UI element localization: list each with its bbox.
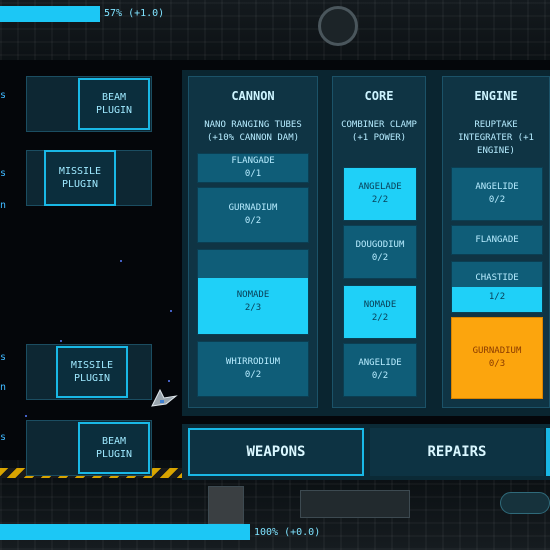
engine-column: ENGINE REUPTAKE INTEGRATER (+1 ENGINE) A… (442, 76, 550, 408)
material-count: 0/2 (371, 253, 389, 263)
material-slot[interactable]: ANGELADE 2/2 (343, 167, 417, 221)
material-slot[interactable]: CHASTIDE 1/2 (451, 261, 543, 313)
material-count: 0/3 (488, 359, 506, 369)
material-slot[interactable]: FLANGADE 0/1 (197, 153, 309, 183)
column-description: REUPTAKE INTEGRATER (+1 ENGINE) (458, 120, 534, 156)
ship-sprite-icon (151, 388, 178, 407)
material-name: WHIRRODIUM (225, 357, 281, 367)
material-name: FLANGADE (231, 156, 275, 166)
missile-plugin-slot[interactable]: MISSILE PLUGIN (56, 346, 128, 398)
beam-plugin-slot[interactable]: BEAM PLUGIN (78, 422, 150, 474)
material-slot[interactable]: NOMADE 2/3 (197, 249, 309, 335)
material-name: CHASTIDE (475, 273, 519, 283)
edge-label: n (0, 382, 7, 393)
material-name: NOMADE (236, 290, 270, 300)
tab-weapons[interactable]: WEAPONS (188, 428, 364, 476)
core-column: CORE COMBINER CLAMP (+1 POWER) ANGELADE … (332, 76, 426, 408)
material-name: GURNADIUM (472, 346, 522, 356)
material-count: 2/2 (371, 195, 389, 205)
material-name: NOMADE (363, 300, 397, 310)
missile-plugin-slot[interactable]: MISSILE PLUGIN (44, 150, 116, 206)
progress-fill (452, 287, 542, 312)
hull-percent: 100% (+0.0) (254, 527, 321, 538)
edge-label: s (0, 168, 7, 179)
tab-repairs[interactable]: REPAIRS (370, 428, 544, 476)
material-count: 0/2 (244, 370, 262, 380)
shield-bar (0, 6, 100, 22)
column-title: ENGINE (474, 89, 518, 103)
machinery-block (300, 490, 410, 518)
shield-percent: 57% (+1.0) (104, 8, 165, 19)
material-count: 0/2 (244, 216, 262, 226)
tab-overflow (546, 428, 550, 476)
material-name: DOUGODIUM (355, 240, 405, 250)
edge-label: n (0, 200, 7, 211)
material-slot[interactable]: WHIRRODIUM 0/2 (197, 341, 309, 397)
material-count: 1/2 (488, 292, 506, 302)
column-title: CANNON (231, 89, 275, 103)
beam-plugin-slot[interactable]: BEAM PLUGIN (78, 78, 150, 130)
material-slot[interactable]: FLANGADE (451, 225, 543, 255)
column-description: COMBINER CLAMP (+1 POWER) (341, 120, 417, 143)
column-description: NANO RANGING TUBES (+10% CANNON DAM) (204, 120, 302, 143)
material-slot[interactable]: GURNADIUM 0/2 (197, 187, 309, 243)
material-name: ANGELIDE (358, 358, 402, 368)
material-name: GURNADIUM (228, 203, 278, 213)
material-name: FLANGADE (475, 234, 519, 245)
material-name: ANGELADE (358, 182, 402, 192)
edge-label: s (0, 352, 7, 363)
cannon-column: CANNON NANO RANGING TUBES (+10% CANNON D… (188, 76, 318, 408)
material-count: 2/2 (371, 313, 389, 323)
machinery-pipe (500, 492, 550, 514)
machinery-ring (318, 6, 358, 46)
material-count: 0/2 (488, 195, 506, 205)
material-count: 2/3 (244, 303, 262, 313)
material-count: 0/1 (244, 169, 262, 179)
material-slot[interactable]: NOMADE 2/2 (343, 285, 417, 339)
material-slot[interactable]: ANGELIDE 0/2 (451, 167, 543, 221)
machinery-block (208, 486, 244, 524)
edge-label: s (0, 90, 7, 101)
material-slot[interactable]: GURNADIUM 0/3 (451, 317, 543, 399)
hull-bar (0, 524, 250, 540)
material-count: 0/2 (371, 371, 389, 381)
material-slot[interactable]: ANGELIDE 0/2 (343, 343, 417, 397)
column-title: CORE (364, 89, 394, 103)
progress-fill (198, 277, 308, 334)
material-name: ANGELIDE (475, 182, 519, 192)
edge-label: s (0, 432, 7, 443)
material-slot[interactable]: DOUGODIUM 0/2 (343, 225, 417, 279)
